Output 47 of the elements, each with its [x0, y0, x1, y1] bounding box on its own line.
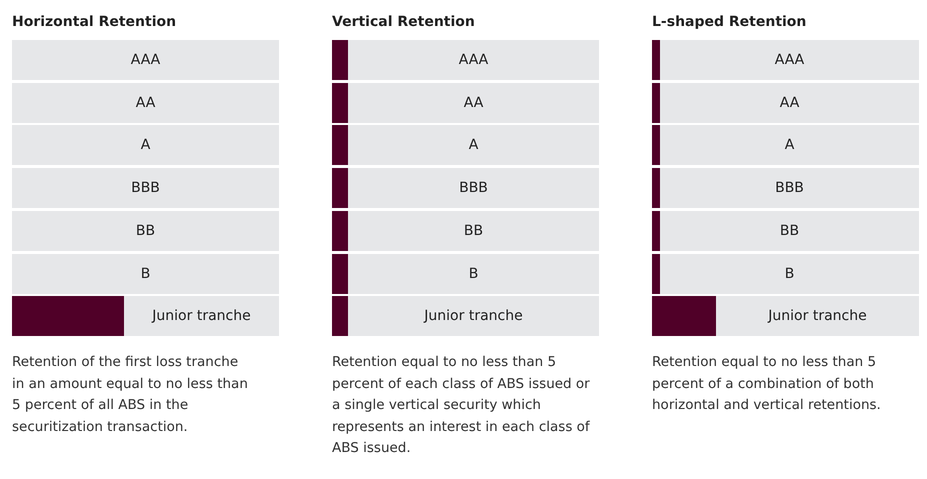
tranche-label: BBB [459, 179, 488, 198]
tranche-row [332, 168, 599, 208]
tranche-label: Junior tranche [152, 307, 251, 326]
tranche-label: BBB [131, 179, 160, 198]
tranche-label: BB [780, 222, 800, 241]
tranche-label: AA [136, 94, 156, 113]
tranche-label: AA [780, 94, 800, 113]
tranche-row [332, 254, 599, 294]
tranche-label: A [140, 136, 150, 156]
tranche-row [12, 254, 279, 294]
tranche-label: B [468, 264, 478, 284]
tranche-label: BBB [775, 179, 804, 198]
tranche-label: BB [136, 222, 156, 241]
tranche-row [652, 254, 919, 294]
tranche-row [12, 210, 279, 251]
panel-heading: Horizontal Retention [12, 14, 176, 30]
tranche-row [12, 40, 279, 80]
description-text: Retention equal to no less than 5 percent of a combination of both horizontal and vertical retentions. [652, 353, 882, 415]
panel-heading: Vertical Retention [332, 14, 475, 30]
description-text: Retention equal to no less than 5 percent of each class of ABS issued or a single vertical security which represents an interest in each class of ABS issued. [332, 353, 591, 458]
tranche-label: AAA [774, 51, 804, 70]
tranche-row [332, 296, 599, 336]
tranche-row [332, 40, 599, 80]
tranche-label: Junior tranche [768, 307, 867, 326]
tranche-label: AAA [458, 51, 488, 70]
tranche-row [652, 125, 919, 166]
tranche-row [332, 82, 599, 123]
tranche-label: AAA [130, 51, 160, 70]
tranche-label: BB [464, 222, 484, 241]
tranche-row [332, 210, 599, 251]
tranche-row [12, 125, 279, 166]
tranche-row [332, 125, 599, 166]
tranche-label: A [468, 136, 478, 156]
tranche-label: AA [464, 94, 484, 113]
tranche-row [12, 82, 279, 123]
tranche-row [12, 296, 279, 336]
tranche-row [652, 210, 919, 251]
tranche-label: B [140, 264, 150, 284]
tranche-label: Junior tranche [424, 307, 523, 326]
tranche-row [652, 168, 919, 208]
tranche-row [652, 40, 919, 80]
tranche-row [12, 168, 279, 208]
tranche-label: B [784, 264, 794, 284]
tranche-row [652, 296, 919, 336]
tranche-row [652, 82, 919, 123]
tranche-label: A [784, 136, 794, 156]
description-text: Retention of the first loss tranche in an amount equal to no less than 5 percent of all ABS in the securitization transaction. [12, 353, 249, 436]
